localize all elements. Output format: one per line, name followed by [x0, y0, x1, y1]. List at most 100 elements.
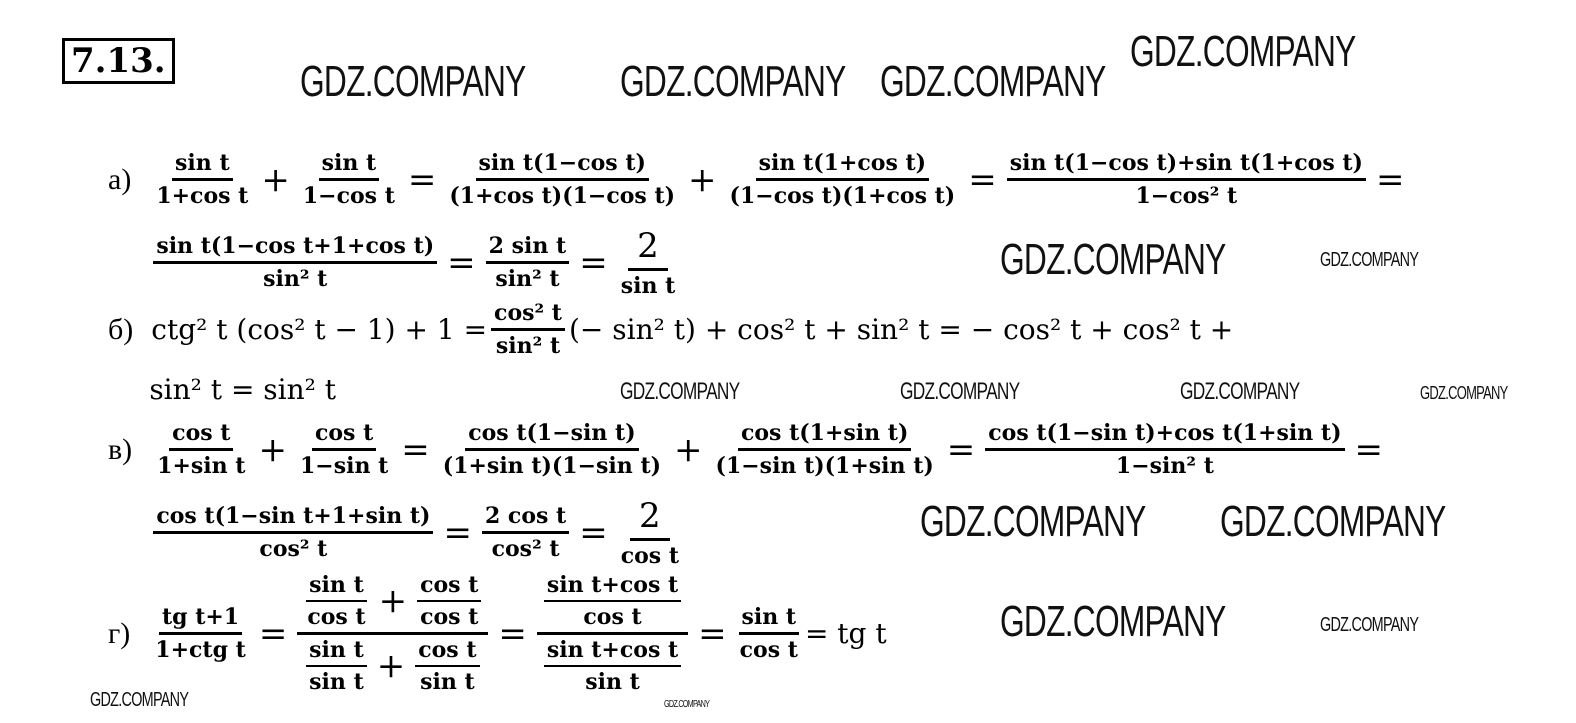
operator: + — [261, 159, 290, 200]
numerator: cos t(1−sin t) — [465, 420, 639, 451]
denominator: cos t — [304, 602, 368, 630]
numerator: sin t(1+cos t) — [755, 150, 930, 181]
expression-text: cos² t — [491, 536, 560, 562]
expression-text: sin² t = sin² t — [149, 372, 337, 406]
numerator: cos t — [169, 420, 234, 451]
fraction: cos t(1+sin t) (1−sin t)(1+sin t) — [713, 420, 937, 479]
denominator: 1−cos² t — [1133, 181, 1241, 209]
expression-text: sin t+cos t — [546, 572, 679, 598]
numerator: sin t(1−cos t)+sin t(1+cos t) — [1006, 150, 1366, 181]
denominator: sin² t — [260, 264, 330, 292]
expression-text: sin t(1−cos t) — [478, 150, 646, 176]
denominator: cos t — [417, 602, 481, 630]
denominator: sin t — [618, 271, 679, 299]
fraction: cos t sin t — [415, 637, 480, 695]
watermark: GDZ.COMPANY — [300, 57, 526, 106]
fraction: cos t cos t — [417, 572, 482, 630]
part-label: в) — [108, 432, 133, 466]
expression-text: cos t(1+sin t) — [740, 420, 909, 446]
watermark: GDZ.COMPANY — [90, 689, 189, 711]
denominator: cos² t — [489, 534, 563, 562]
numerator: sin t(1−cos t+1+cos t) — [153, 233, 438, 264]
expression-text: cos t — [739, 637, 798, 663]
expression-text: 2 cos t — [484, 503, 567, 529]
watermark: GDZ.COMPANY — [920, 497, 1146, 546]
expression-text: cos t — [420, 604, 479, 630]
equation-line: а)sin t(1−cos t+1+cos t)sin² t=2 sin tsi… — [108, 226, 682, 299]
fraction: cos t(1−sin t)+cos t(1+sin t)1−sin² t — [985, 420, 1345, 479]
fraction: tg t+1 1+ctg t — [152, 604, 249, 663]
denominator: sin² t — [493, 331, 563, 359]
operator: = — [1354, 429, 1384, 470]
expression-text: sin² t — [495, 333, 561, 359]
expression-text: sin² t — [495, 266, 560, 292]
part-label: г) — [108, 616, 131, 650]
expression-text: sin t — [741, 604, 797, 630]
expression-text: cos t — [314, 420, 374, 446]
expression-text: (1+cos t)(1−cos t) — [449, 183, 676, 209]
denominator: 1+ctg t — [152, 635, 249, 663]
denominator: sin t — [582, 667, 643, 695]
watermark: GDZ.COMPANY — [1320, 614, 1419, 636]
denominator: 1+cos t — [153, 181, 251, 209]
numerator: cos t(1+sin t) — [737, 420, 912, 451]
watermark: GDZ.COMPANY — [1180, 378, 1300, 405]
fraction: sin t sin t — [306, 637, 367, 695]
numerator: 2 — [628, 226, 668, 271]
operator: = — [946, 429, 976, 470]
numerator: sin t — [306, 637, 367, 667]
watermark: GDZ.COMPANY — [664, 699, 710, 710]
numerator: sin t+cos t — [543, 572, 682, 602]
denominator: (1+cos t)(1−cos t) — [446, 181, 678, 209]
part-label: б) — [108, 312, 134, 346]
expression-text: cos t — [418, 637, 477, 663]
watermark: GDZ.COMPANY — [620, 57, 846, 106]
expression-text: cos t — [420, 572, 479, 598]
operator: = — [1375, 159, 1405, 200]
fraction: sin t cos t — [737, 604, 801, 663]
expression-text: 1−cos t — [302, 183, 395, 209]
problem-number: 7.13. — [62, 38, 175, 84]
expression-text: sin t(1−cos t)+sin t(1+cos t) — [1009, 150, 1363, 176]
numerator: tg t+1 — [159, 604, 243, 635]
operator: 2 — [639, 496, 661, 536]
operator: = — [579, 512, 608, 553]
expression-text: sin t — [420, 669, 475, 695]
operator: + — [376, 646, 406, 686]
operator: = — [401, 429, 430, 470]
expression-text: 1−sin² t — [1115, 453, 1214, 479]
watermark: GDZ.COMPANY — [620, 378, 740, 405]
watermark: GDZ.COMPANY — [880, 57, 1106, 106]
operator: = — [258, 613, 288, 654]
expression-text: sin t — [309, 637, 364, 663]
part-label: а) — [108, 162, 132, 196]
operator: = — [498, 613, 527, 654]
numerator: sin t+cos t — [543, 637, 682, 667]
watermark: GDZ.COMPANY — [1000, 597, 1226, 646]
denominator: (1−sin t)(1+sin t) — [713, 451, 937, 479]
denominator: cos t — [737, 635, 801, 663]
numerator: sin t(1−cos t) — [475, 150, 649, 181]
expression-text: 1+sin t — [157, 453, 246, 479]
numerator: 2 sin t — [485, 233, 570, 264]
expression-text: 1−sin t — [299, 453, 389, 479]
expression-text: sin² t — [263, 266, 328, 292]
expression-text: tg t+1 — [162, 604, 240, 630]
expression-text: (1+sin t)(1−sin t) — [442, 453, 662, 479]
expression-text: = tg t — [804, 617, 887, 650]
numerator: sin t — [738, 604, 800, 635]
operator: = — [698, 613, 727, 654]
denominator: 1−sin² t — [1113, 451, 1217, 479]
expression-text: cos t(1−sin t) — [468, 420, 636, 446]
denominator: sin t — [306, 667, 367, 695]
numerator: 2 cos t — [481, 503, 570, 534]
watermark: GDZ.COMPANY — [900, 378, 1020, 405]
